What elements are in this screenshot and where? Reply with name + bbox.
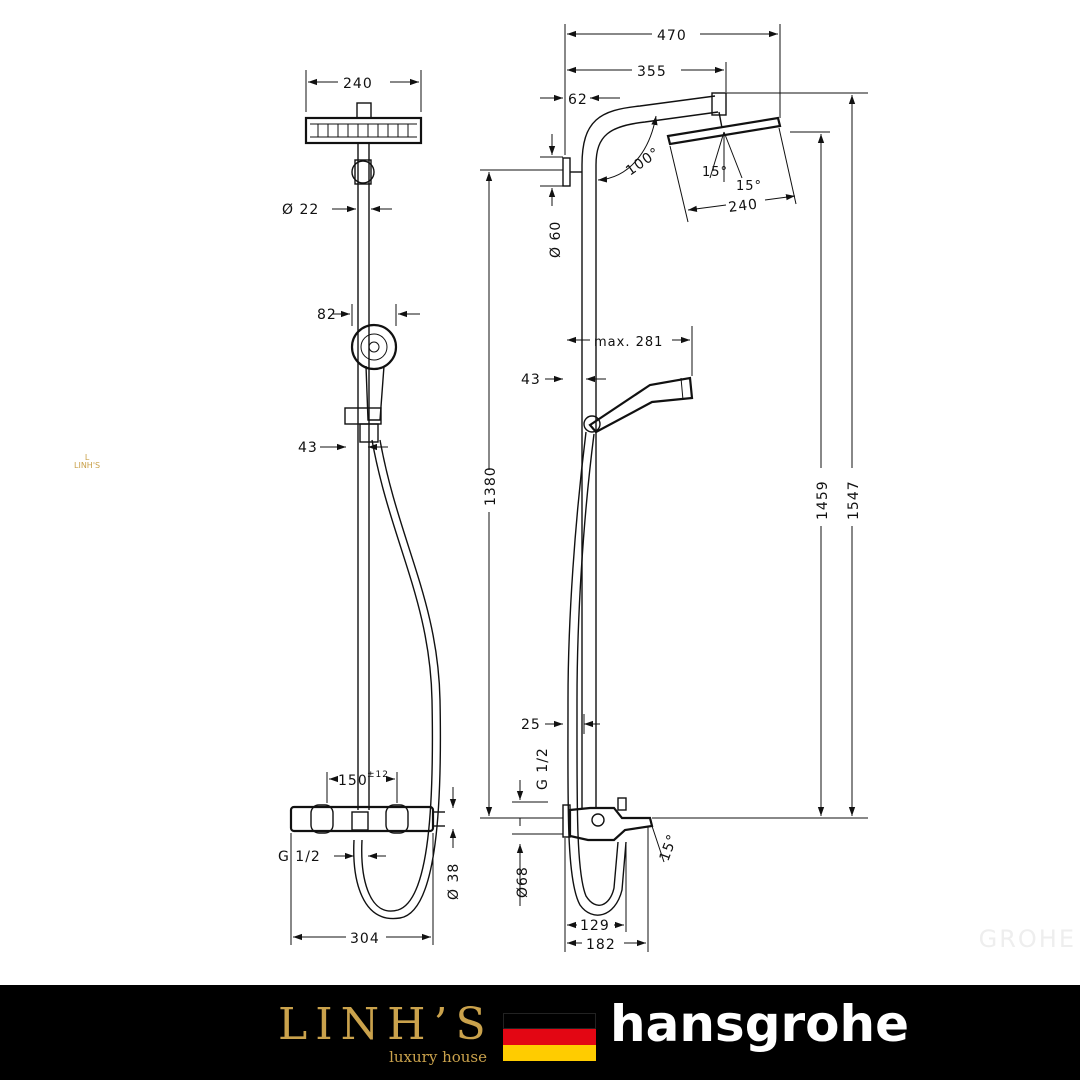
- dim-side-holder-offset: 43: [521, 372, 541, 388]
- dim-side-tilt-right: 15°: [736, 179, 762, 194]
- dim-side-hand-max-reach: max. 281: [594, 335, 663, 350]
- dim-front-holder-offset: 43: [298, 440, 318, 456]
- side-wall-bracket: [562, 157, 571, 187]
- brand-name: LINH’S: [278, 999, 494, 1050]
- dim-front-inlet-tolerance: ±12: [367, 770, 389, 780]
- technical-drawing: 240 Ø 22 82 43 150 ±12 G 1/2 Ø 38: [278, 24, 868, 953]
- dim-side-spout-reach: 129: [580, 918, 610, 934]
- dim-side-height-bracket: 1380: [483, 466, 499, 506]
- dim-side-bracket-diameter: Ø 60: [548, 221, 564, 258]
- brand-tagline: luxury house: [389, 1048, 487, 1066]
- dim-side-head-width: 240: [728, 196, 759, 216]
- dim-front-outlet-diameter: Ø 38: [446, 863, 462, 900]
- dim-side-wall-offset: 62: [568, 92, 588, 108]
- hansgrohe-logo: hansgrohe: [610, 995, 909, 1053]
- dim-side-total-height: 1547: [846, 480, 862, 520]
- front-view: 240 Ø 22 82 43 150 ±12 G 1/2 Ø 38: [278, 70, 462, 947]
- front-thermostat: [289, 805, 435, 833]
- dim-side-valve-offset: 25: [521, 717, 541, 733]
- dim-front-total-width: 304: [350, 931, 380, 947]
- side-hose: [567, 431, 627, 916]
- dim-side-arm-reach: 355: [637, 64, 667, 80]
- side-view: 470 355 62 100° 15° 15° 240 Ø 60 max. 28…: [480, 24, 868, 953]
- dim-side-height-head: 1459: [815, 480, 831, 520]
- dim-front-inlet-spacing: 150: [338, 773, 368, 789]
- dim-side-overall-reach: 470: [657, 28, 687, 44]
- dim-side-spout-angle: 15°: [657, 832, 682, 864]
- footer-banner: LINH’S luxury house hansgrohe: [0, 985, 1080, 1080]
- dim-front-hand-width: 82: [317, 307, 337, 323]
- dim-side-tilt-left: 15°: [702, 165, 728, 180]
- front-slider: [344, 407, 382, 425]
- dim-front-head-width: 240: [343, 76, 373, 92]
- german-flag-icon: [503, 1013, 596, 1061]
- dim-side-inlet-thread: G 1/2: [535, 747, 551, 790]
- side-head-shower: [666, 116, 782, 146]
- dim-side-valve-depth: 182: [586, 937, 616, 953]
- small-logo-watermark: L LINH'S: [74, 453, 101, 470]
- dim-side-flange-diameter: Ø68: [515, 866, 531, 898]
- dim-front-inlet-thread: G 1/2: [278, 849, 321, 865]
- linhs-logo: LINH’S luxury house: [278, 995, 493, 1070]
- dim-front-pipe-diameter: Ø 22: [282, 202, 319, 218]
- front-hose: [361, 439, 434, 912]
- front-hand-shower: [350, 323, 398, 371]
- dim-side-arm-angle: 100°: [623, 145, 663, 180]
- corner-watermark: GROHE: [978, 925, 1076, 953]
- side-hand-shower: [588, 376, 694, 434]
- front-head-shower: [304, 116, 423, 145]
